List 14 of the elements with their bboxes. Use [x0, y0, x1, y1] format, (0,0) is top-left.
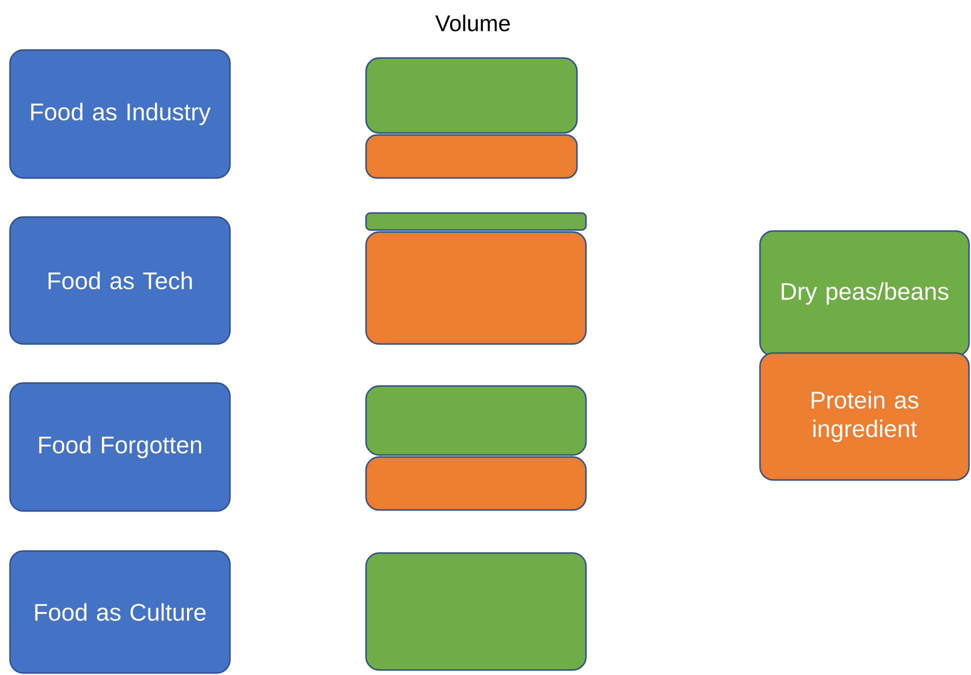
volume-bar	[365, 212, 587, 231]
category-box: Food Forgotten	[9, 382, 231, 512]
volume-bar	[365, 456, 587, 511]
category-box: Food as Tech	[9, 216, 231, 345]
column-heading: Volume	[435, 14, 510, 32]
volume-bar	[365, 57, 578, 134]
key-box: Dry peas/beans	[759, 230, 970, 357]
volume-bar	[365, 385, 587, 456]
key-box: Protein as ingredient	[759, 352, 970, 481]
volume-bar	[365, 552, 587, 671]
volume-bar	[365, 134, 578, 179]
category-box: Food as Culture	[9, 550, 231, 674]
category-box: Food as Industry	[9, 49, 231, 179]
volume-bar	[365, 231, 587, 345]
